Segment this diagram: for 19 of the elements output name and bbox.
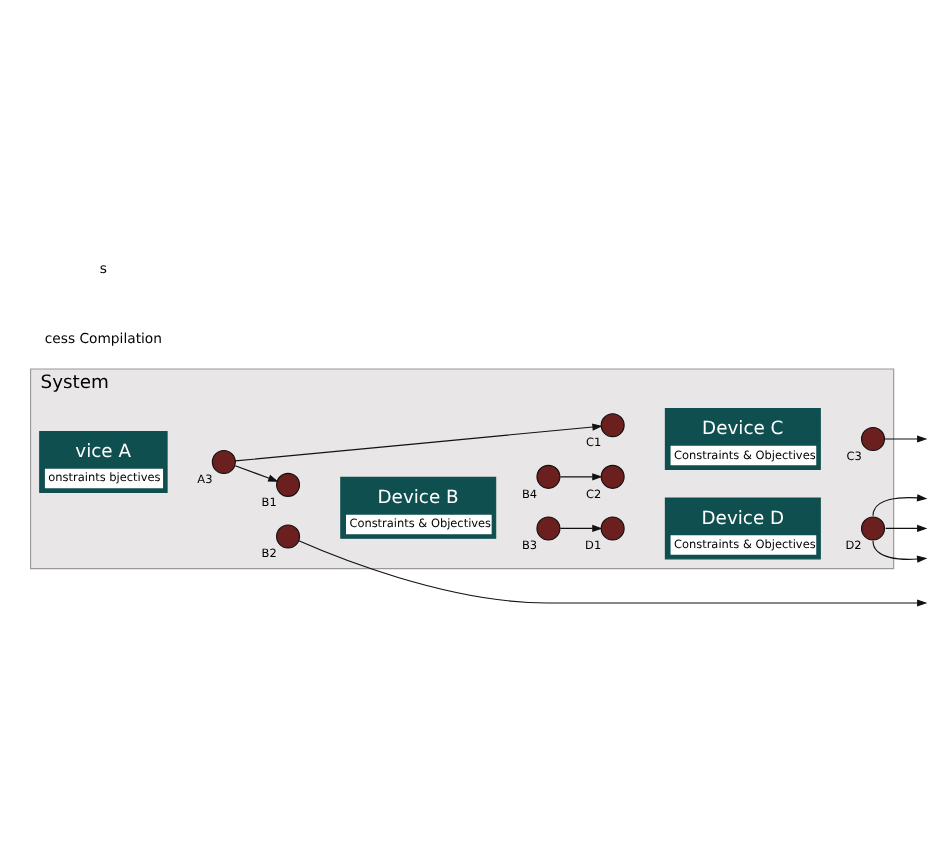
arrow	[298, 540, 928, 607]
node-circle	[536, 516, 561, 541]
arrow	[559, 473, 603, 481]
node-circle	[600, 413, 625, 438]
arrow	[559, 524, 603, 533]
arrow	[884, 435, 928, 443]
node-circle	[860, 426, 886, 452]
arrow	[885, 524, 928, 533]
arrow	[234, 465, 279, 482]
arrow	[872, 494, 928, 517]
node-circle	[600, 464, 625, 489]
arrow	[872, 540, 928, 563]
node-circle	[600, 516, 625, 541]
node-circle	[536, 464, 561, 489]
arrow	[234, 423, 603, 462]
node-circle	[276, 472, 301, 497]
node-circle	[860, 516, 886, 541]
node-circle	[211, 449, 236, 474]
node-circle	[276, 524, 301, 549]
